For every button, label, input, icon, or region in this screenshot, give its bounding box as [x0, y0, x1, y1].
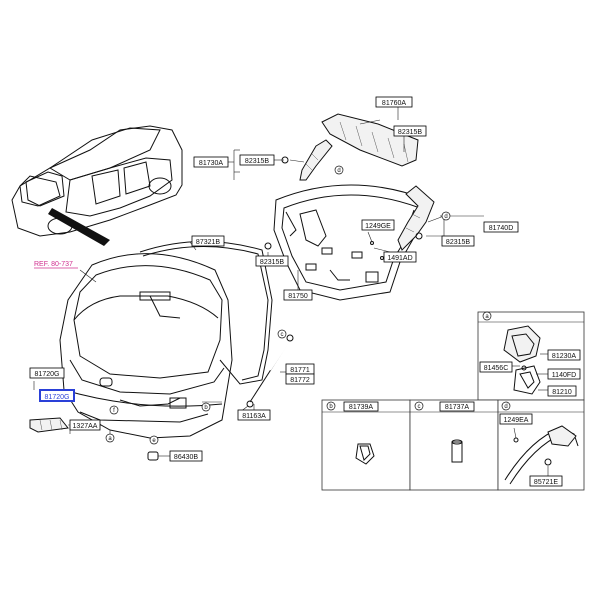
- label-87321B[interactable]: 87321B: [191, 235, 225, 247]
- callout-e: e: [149, 435, 159, 445]
- svg-text:d: d: [504, 404, 507, 410]
- label-81230A[interactable]: 81230A: [547, 349, 581, 361]
- label-1249GE[interactable]: 1249GE: [361, 219, 395, 231]
- svg-text:81456C: 81456C: [484, 365, 509, 372]
- label-82315B-lower[interactable]: 82315B: [255, 255, 289, 267]
- svg-text:81210: 81210: [552, 389, 572, 396]
- label-81760A[interactable]: 81760A: [375, 96, 413, 108]
- label-1249EA[interactable]: 1249EA: [499, 413, 533, 425]
- svg-text:1249GE: 1249GE: [365, 223, 391, 230]
- svg-text:1249EA: 1249EA: [504, 417, 529, 424]
- weatherstrip: [139, 241, 273, 385]
- fasteners: [264, 156, 423, 260]
- svg-text:81772: 81772: [290, 377, 310, 384]
- svg-text:82315B: 82315B: [245, 158, 269, 165]
- svg-text:d: d: [444, 214, 447, 220]
- detail-panel-d: [497, 399, 585, 491]
- panel-tag-c: c: [414, 401, 424, 411]
- svg-text:82315B: 82315B: [260, 259, 284, 266]
- detail-panel-c: [409, 399, 499, 491]
- label-85721E[interactable]: 85721E: [529, 475, 563, 487]
- svg-text:82315B: 82315B: [398, 129, 422, 136]
- svg-text:a: a: [108, 436, 112, 442]
- svg-text:82315B: 82315B: [446, 239, 470, 246]
- svg-text:81750: 81750: [288, 293, 308, 300]
- label-81720G[interactable]: 81720G: [29, 367, 65, 379]
- svg-text:1491AD: 1491AD: [387, 255, 412, 262]
- panel-tag-d: d: [501, 401, 511, 411]
- side-trim-right: [397, 185, 435, 251]
- panel-tag-b: b: [326, 401, 336, 411]
- car-thumbnail: [11, 125, 183, 246]
- svg-text:a: a: [485, 314, 489, 320]
- label-82315B-right[interactable]: 82315B: [441, 235, 475, 247]
- upper-trim: [321, 113, 419, 167]
- svg-text:81720G: 81720G: [35, 371, 60, 378]
- callout-f: f: [109, 405, 119, 415]
- label-82315B-left[interactable]: 82315B: [239, 154, 275, 166]
- svg-text:b: b: [204, 405, 208, 411]
- label-1491AD[interactable]: 1491AD: [383, 251, 417, 263]
- svg-text:81760A: 81760A: [382, 100, 406, 107]
- callout-c: c: [277, 329, 287, 339]
- svg-text:81730A: 81730A: [199, 160, 223, 167]
- label-81740D[interactable]: 81740D: [483, 221, 519, 233]
- svg-text:81740D: 81740D: [489, 225, 514, 232]
- callout-b: b: [201, 402, 211, 412]
- label-81210[interactable]: 81210: [547, 385, 577, 397]
- svg-text:e: e: [152, 438, 156, 444]
- svg-text:1327AA: 1327AA: [73, 423, 98, 430]
- gas-strut: [246, 334, 294, 412]
- svg-text:87321B: 87321B: [196, 239, 220, 246]
- callout-d-right: d: [441, 211, 451, 221]
- selected-part-highlight[interactable]: 81720G: [39, 389, 75, 402]
- svg-text:85721E: 85721E: [534, 479, 558, 486]
- svg-text:REF. 80-737: REF. 80-737: [34, 261, 73, 268]
- svg-text:f: f: [113, 408, 115, 414]
- svg-text:81230A: 81230A: [552, 353, 576, 360]
- callout-d-upper: d: [334, 165, 344, 175]
- label-81750[interactable]: 81750: [283, 289, 313, 301]
- svg-text:86430B: 86430B: [174, 454, 198, 461]
- svg-text:c: c: [281, 332, 284, 338]
- label-86430B[interactable]: 86430B: [169, 450, 203, 462]
- side-trim-left: [299, 139, 333, 181]
- svg-text:81739A: 81739A: [349, 404, 373, 411]
- svg-text:81720G: 81720G: [45, 394, 70, 401]
- label-81737A[interactable]: 81737A: [439, 401, 475, 412]
- svg-text:d: d: [337, 168, 340, 174]
- svg-text:81163A: 81163A: [242, 413, 266, 420]
- callout-a: a: [105, 433, 115, 443]
- label-82315B-upper[interactable]: 82315B: [393, 125, 427, 137]
- bumper-stop: [147, 451, 170, 461]
- label-81772[interactable]: 81772: [285, 373, 315, 385]
- ref-label[interactable]: REF. 80-737: [34, 261, 78, 269]
- label-81163A[interactable]: 81163A: [237, 409, 271, 421]
- svg-text:81771: 81771: [290, 367, 310, 374]
- label-1327AA[interactable]: 1327AA: [69, 419, 101, 431]
- svg-text:81737A: 81737A: [445, 404, 469, 411]
- detail-panel-b: [321, 399, 411, 491]
- svg-text:1140FD: 1140FD: [552, 372, 576, 379]
- svg-text:c: c: [418, 404, 421, 410]
- svg-text:b: b: [329, 404, 333, 410]
- label-81771[interactable]: 81771: [285, 363, 315, 375]
- panel-tag-a: a: [482, 311, 492, 321]
- label-81456C[interactable]: 81456C: [479, 361, 513, 373]
- label-81730A[interactable]: 81730A: [193, 156, 229, 168]
- label-1140FD[interactable]: 1140FD: [547, 368, 581, 380]
- label-81739A[interactable]: 81739A: [343, 401, 379, 412]
